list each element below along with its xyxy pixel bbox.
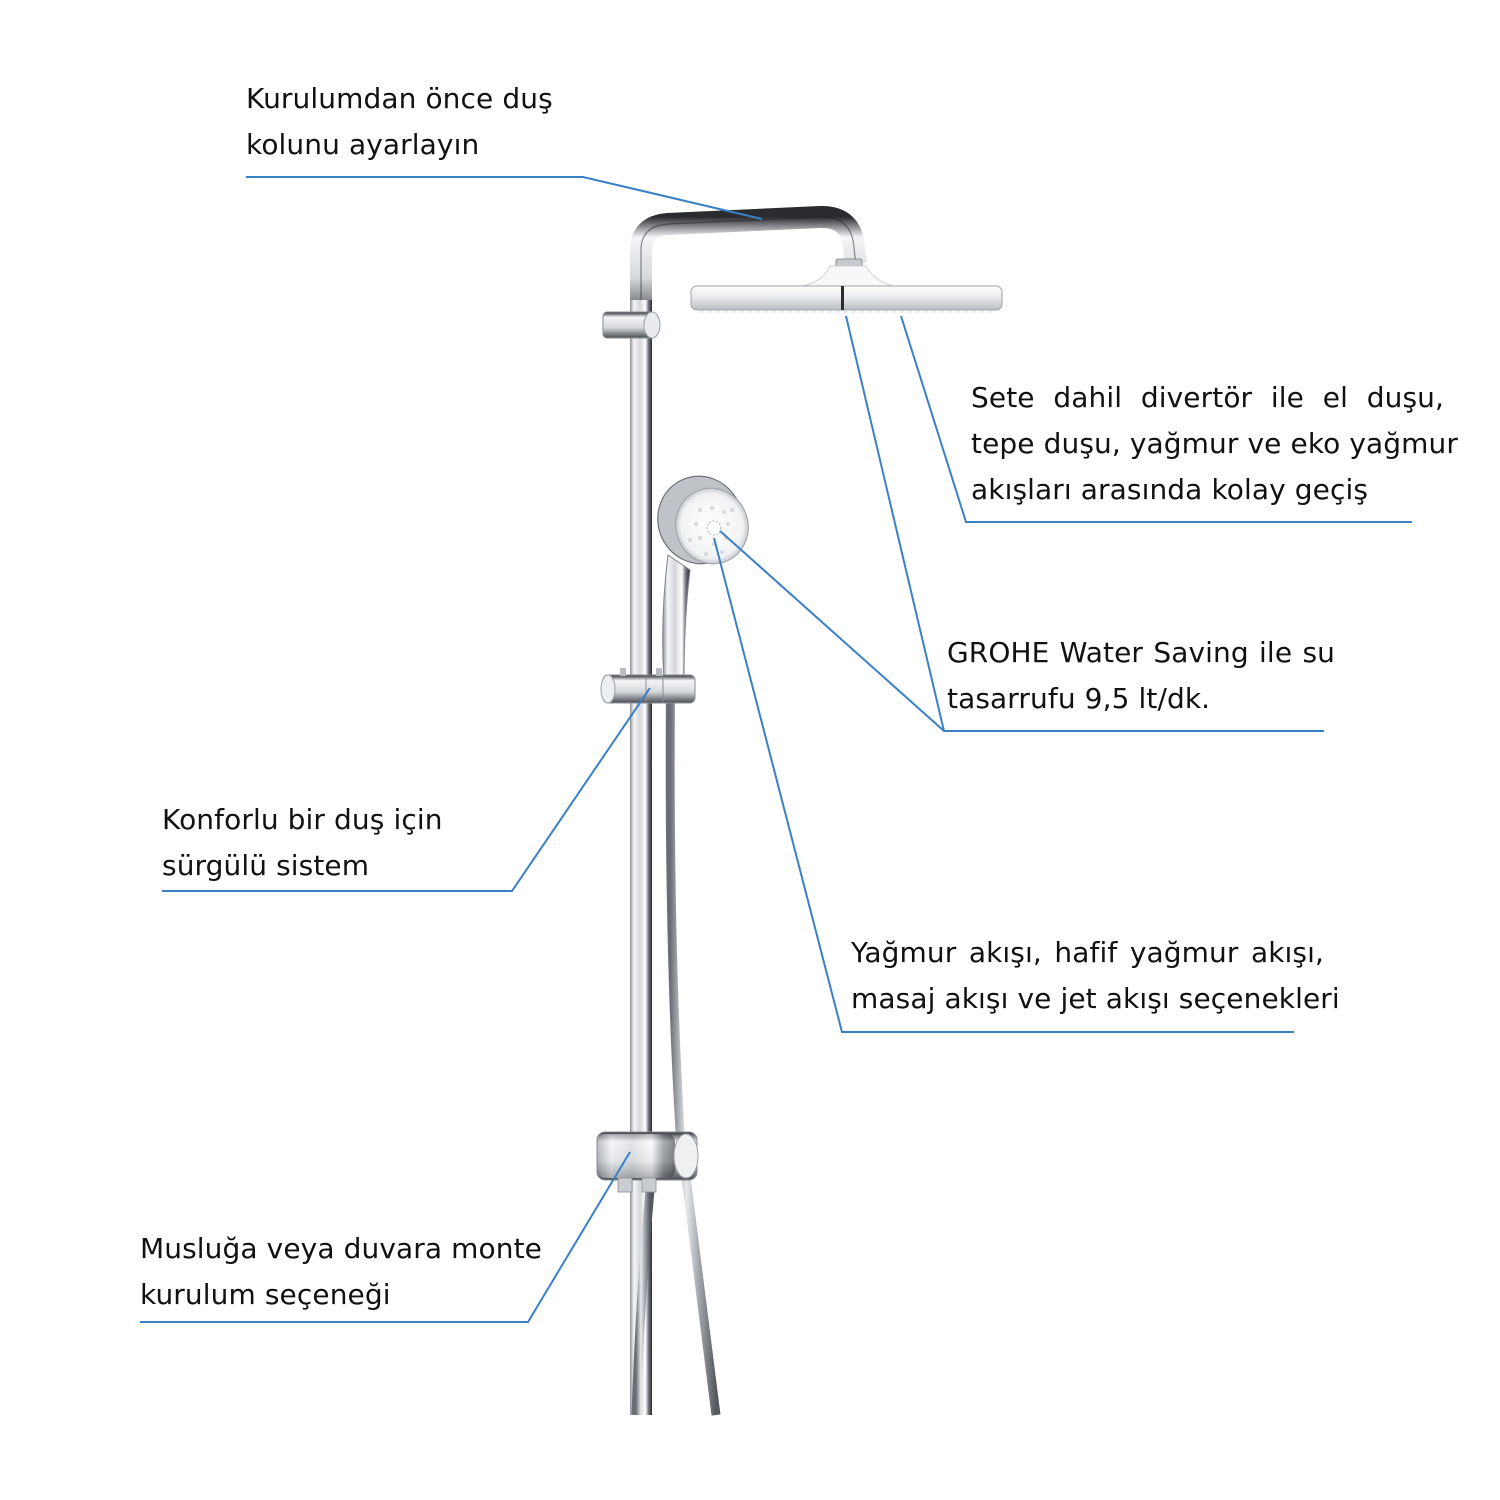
diverter-body: [596, 1131, 699, 1193]
callout-text: Konforlu bir duş için: [162, 803, 443, 836]
leader-sliding-system: [162, 687, 651, 892]
hand-shower: [657, 475, 749, 681]
leader-shower-arm: [246, 176, 763, 220]
head-shower: [690, 258, 1003, 313]
callout-text: kurulum seçeneği: [140, 1278, 391, 1311]
callout-text: Musluğa veya duvara monte: [140, 1232, 542, 1265]
callout-text: sürgülü sistem: [162, 849, 370, 882]
leader-diverter: [900, 315, 1412, 523]
callout-water-saving: GROHE Water Saving ile su tasarrufu 9,5 …: [947, 630, 1335, 722]
leader-mounting: [140, 1151, 631, 1323]
callout-text: akışları arasında kolay geçiş: [971, 473, 1369, 506]
callout-text: Sete dahil divertör ile el duşu,: [971, 381, 1444, 414]
shower-arm: [630, 206, 867, 318]
callout-shower-arm: Kurulumdan önce duş kolunu ayarlayın: [246, 76, 586, 168]
callout-text: GROHE Water Saving ile su: [947, 636, 1335, 669]
hose: [621, 579, 721, 1416]
callout-text: masaj akışı ve jet akışı seçenekleri: [851, 982, 1340, 1015]
callout-text: Kurulumdan önce duş: [246, 82, 553, 115]
callout-spray-types: Yağmur akışı, hafif yağmur akışı, masaj …: [851, 930, 1340, 1022]
callout-sliding-system: Konforlu bir duş için sürgülü sistem: [162, 797, 462, 889]
callout-text: tasarrufu 9,5 lt/dk.: [947, 682, 1211, 715]
callout-mounting: Musluğa veya duvara monte kurulum seçene…: [140, 1226, 542, 1318]
callout-text: tepe duşu, yağmur ve eko yağmur: [971, 427, 1459, 460]
callout-text: Yağmur akışı, hafif yağmur akışı,: [851, 936, 1324, 969]
leader-lines: [140, 176, 1412, 1323]
top-rail-holder: [602, 311, 661, 339]
callout-text: kolunu ayarlayın: [246, 128, 480, 161]
callout-diverter: Sete dahil divertör ile el duşu, tepe du…: [971, 375, 1459, 513]
leader-spray-types: [713, 537, 1294, 1033]
leader-water-saving-2: [719, 530, 945, 732]
